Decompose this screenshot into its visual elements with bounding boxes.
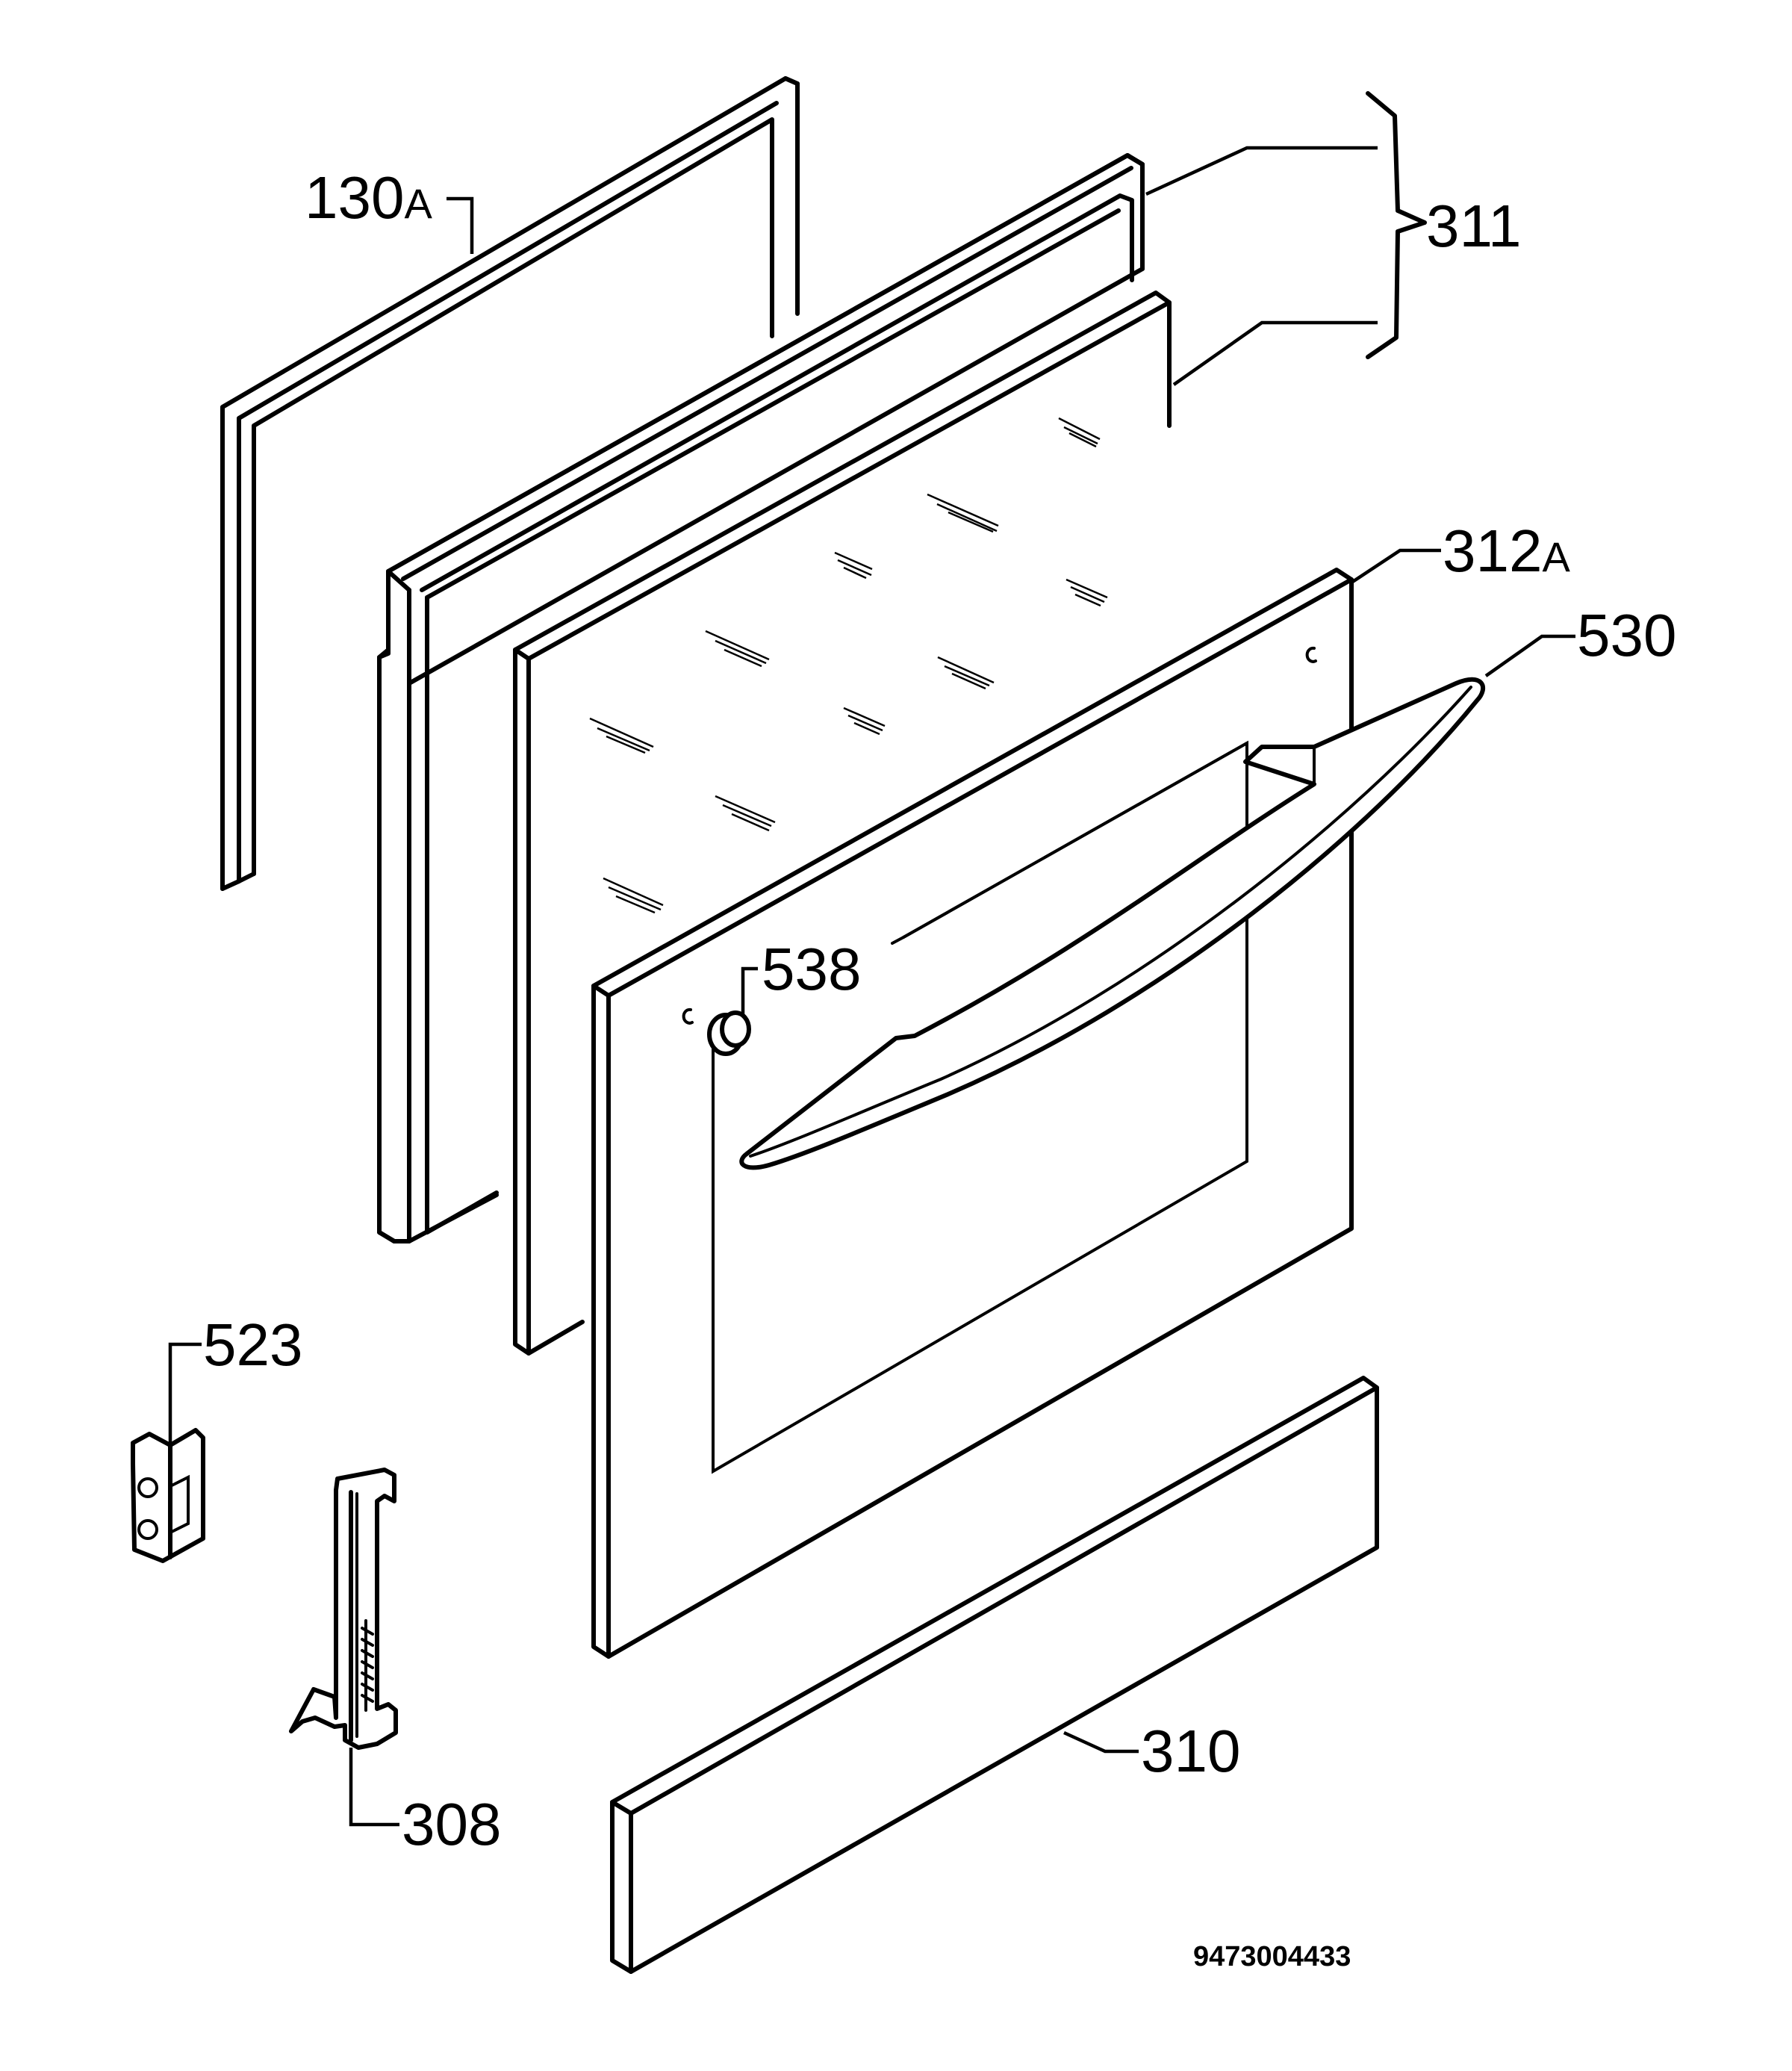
- bushing-538: [707, 1010, 751, 1056]
- glass-pane: [513, 291, 1172, 1356]
- callout-labels: 130A 311 312A 530 538 523 308 310 947300…: [203, 164, 1676, 1972]
- callout-311: 311: [1426, 193, 1522, 259]
- hinge-308: [289, 1468, 398, 1750]
- callout-130a: 130A: [305, 164, 432, 231]
- callout-523: 523: [203, 1311, 302, 1378]
- inner-door-frame: [377, 153, 1145, 1243]
- gasket-130a: [220, 76, 800, 891]
- callout-530: 530: [1577, 602, 1676, 668]
- callout-538: 538: [762, 936, 861, 1002]
- callout-310: 310: [1141, 1718, 1240, 1784]
- outer-door-312a: [591, 568, 1354, 1659]
- bottom-trim-310: [610, 1376, 1379, 1974]
- leader-lines: [168, 91, 1575, 1827]
- callout-308: 308: [402, 1791, 501, 1857]
- callout-312a: 312A: [1443, 518, 1570, 584]
- door-handle-530: [739, 677, 1486, 1170]
- hinge-bracket-523: [131, 1428, 205, 1563]
- drawing-code: 9473004433: [1193, 1941, 1351, 1972]
